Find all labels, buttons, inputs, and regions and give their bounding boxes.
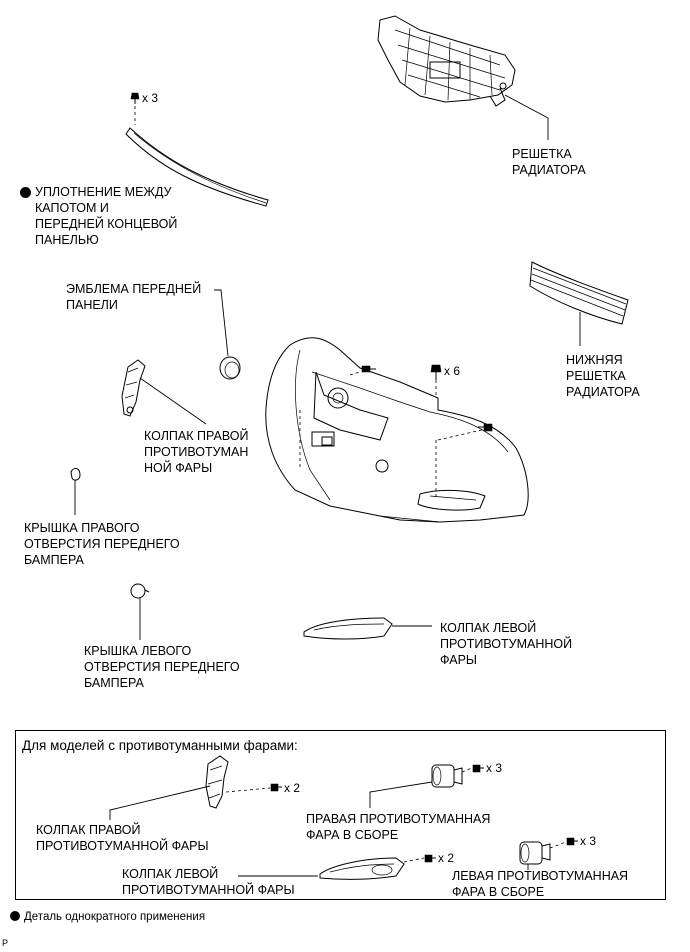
hood-seal-part: [125, 127, 269, 207]
clip-bumper-quantity: x 6: [444, 364, 461, 378]
front-emblem-leader: [214, 289, 229, 357]
fog-lamp-models-box: [15, 730, 666, 900]
front-emblem-part: [219, 356, 241, 380]
rh-fog-cover-part: [121, 359, 146, 417]
box-rh-fog-cover-label: КОЛПАК ПРАВОЙ ПРОТИВОТУМАННОЙ ФАРЫ: [36, 823, 209, 853]
lh-fog-cover-part: [303, 617, 393, 640]
non-reusable-marker-icon: [20, 187, 31, 198]
lower-grille-label: НИЖНЯЯ РЕШЕТКА РАДИАТОРА: [566, 353, 640, 399]
rh-fog-cover-label: КОЛПАК ПРАВОЙ ПРОТИВОТУМАН НОЙ ФАРЫ: [144, 429, 249, 475]
box-lh-fog-lamp-quantity: x 3: [580, 834, 597, 848]
hood-seal-label: УПЛОТНЕНИЕ МЕЖДУ КАПОТОМ И ПЕРЕДНЕЙ КОНЦ…: [35, 185, 178, 247]
rh-hole-cover-part: [70, 467, 81, 481]
box-rh-fog-cover-part: [205, 755, 229, 809]
box-rh-fog-lamp-part: [431, 764, 463, 788]
front-emblem-label: ЭМБЛЕМА ПЕРЕДНЕЙ ПАНЕЛИ: [66, 282, 202, 312]
lh-hole-cover-label: КРЫШКА ЛЕВОГО ОТВЕРСТИЯ ПЕРЕДНЕГО БАМПЕР…: [84, 644, 240, 690]
box-lh-fog-lamp-part: [519, 841, 551, 865]
box-rh-fog-lamp-label: ПРАВАЯ ПРОТИВОТУМАННАЯ ФАРА В СБОРЕ: [306, 812, 491, 842]
clip-seal-icon: [130, 92, 140, 104]
rh-hole-cover-label: КРЫШКА ПРАВОГО ОТВЕРСТИЯ ПЕРЕДНЕГО БАМПЕ…: [24, 521, 180, 567]
rh-fog-cover-leader: [139, 377, 207, 425]
clip-bumper-icon: [430, 364, 442, 380]
box-lh-fog-cover-label: КОЛПАК ЛЕВОЙ ПРОТИВОТУМАННОЙ ФАРЫ: [122, 867, 295, 897]
bumper-screw-icon-2: [478, 423, 493, 432]
box-rh-fog-cover-screw-icon: [270, 783, 282, 792]
box-rh-fog-cover-quantity: x 2: [284, 781, 301, 795]
radiator-grille-leader: [504, 94, 549, 140]
box-rh-fog-lamp-leader: [369, 781, 433, 808]
legend-non-reusable-icon: [10, 911, 20, 921]
front-bumper-part: [265, 337, 529, 523]
radiator-grille-label: РЕШЕТКА РАДИАТОРА: [512, 147, 586, 177]
box-lh-fog-cover-part: [319, 857, 405, 880]
box-lh-fog-cover-quantity: x 2: [438, 851, 455, 865]
legend-non-reusable-text: Деталь однократного применения: [24, 911, 206, 923]
bumper-screw-icon: [361, 365, 376, 373]
box-rh-fog-lamp-quantity: x 3: [486, 761, 503, 775]
box-rh-fog-cover-leader: [109, 785, 211, 820]
lower-grille-part: [529, 261, 629, 325]
clip-seal-quantity: x 3: [142, 91, 159, 105]
box-lh-fog-lamp-screw-icon: [566, 837, 578, 846]
fog-lamp-models-title: Для моделей с противотуманными фарами:: [22, 738, 298, 753]
illustration-code: P: [2, 938, 9, 948]
radiator-grille-part: [377, 15, 516, 107]
lh-fog-cover-label: КОЛПАК ЛЕВОЙ ПРОТИВОТУМАННОЙ ФАРЫ: [440, 621, 573, 667]
box-lh-fog-cover-screw-icon: [424, 854, 436, 863]
box-lh-fog-lamp-label: ЛЕВАЯ ПРОТИВОТУМАННАЯ ФАРА В СБОРЕ: [452, 869, 629, 899]
lh-hole-cover-part: [130, 583, 150, 599]
box-rh-fog-lamp-screw-icon: [472, 764, 484, 773]
